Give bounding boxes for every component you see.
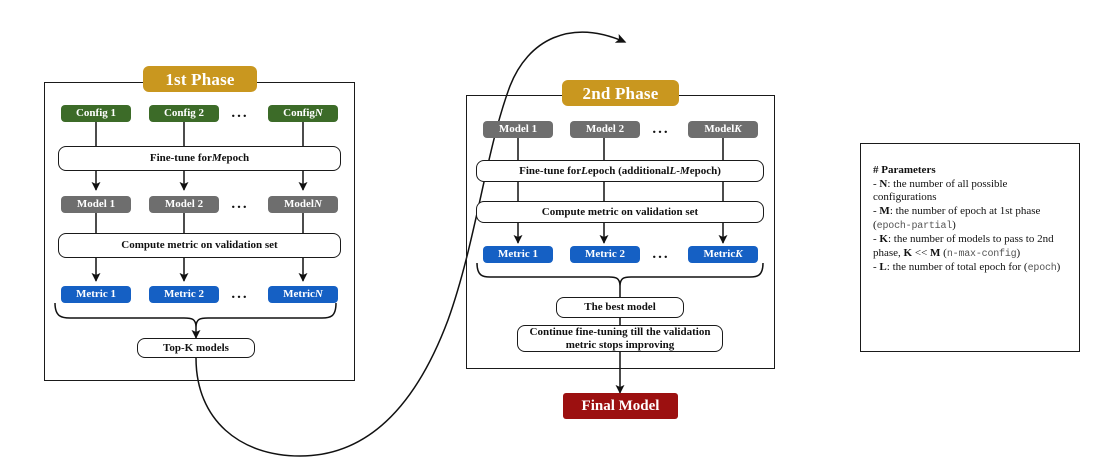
legend-symbol-l: L	[879, 260, 887, 273]
phase1-model-1: Model 1	[61, 196, 131, 213]
phase2-metric-k: Metric K	[688, 246, 758, 263]
legend-text-n: : the number of all possible configurati…	[873, 177, 1008, 204]
phase2-model-ellipsis: ...	[652, 121, 670, 137]
phase-1-header: 1st Phase	[143, 66, 257, 92]
legend-code-m: epoch-partial	[876, 220, 953, 232]
phase-2-header: 2nd Phase	[562, 80, 679, 106]
phase2-best-model-box: The best model	[556, 297, 684, 318]
phase1-metric-ellipsis: ...	[231, 286, 249, 302]
legend-code-l: epoch	[1027, 262, 1057, 274]
legend-item-l: - L: the number of total epoch for (epoc…	[873, 260, 1061, 274]
phase2-compute-bar: Compute metric on validation set	[476, 201, 764, 223]
legend-title: # Parameters	[873, 164, 936, 176]
phase1-config-2: Config 2	[149, 105, 219, 122]
phase2-finetune-bar: Fine-tune for L epoch (additional L - M …	[476, 160, 764, 182]
final-model-box: Final Model	[563, 393, 678, 419]
phase2-metric-2: Metric 2	[570, 246, 640, 263]
phase1-compute-bar: Compute metric on validation set	[58, 233, 341, 258]
legend-item-m: - M: the number of epoch at 1st phase (e…	[873, 204, 1041, 232]
legend-code-k: n-max-config	[946, 248, 1017, 260]
phase1-config-1: Config 1	[61, 105, 131, 122]
phase2-model-2: Model 2	[570, 121, 640, 138]
legend-symbol-m: M	[879, 204, 890, 217]
phase1-metric-2: Metric 2	[149, 286, 219, 303]
legend-text-l: : the number of total epoch for	[886, 260, 1024, 273]
phase1-metric-n: Metric N	[268, 286, 338, 303]
legend-item-n: - N: the number of all possible configur…	[873, 177, 1008, 204]
legend-item-k: - K: the number of models to pass to 2nd…	[873, 232, 1054, 260]
continue-line-1: Continue fine-tuning till the validation	[529, 326, 711, 339]
phase2-model-1: Model 1	[483, 121, 553, 138]
continue-line-2: metric stops improving	[565, 338, 675, 351]
legend-symbol-n: N	[879, 177, 888, 190]
phase1-config-n: Config N	[268, 105, 338, 122]
phase1-model-2: Model 2	[149, 196, 219, 213]
phase2-model-k: Model K	[688, 121, 758, 138]
phase2-continue-box: Continue fine-tuning till the validation…	[517, 325, 723, 352]
phase2-metric-ellipsis: ...	[652, 246, 670, 262]
phase1-metric-1: Metric 1	[61, 286, 131, 303]
phase1-model-ellipsis: ...	[231, 196, 249, 212]
parameters-legend: # Parameters - N: the number of all poss…	[860, 143, 1080, 352]
phase1-finetune-bar: Fine-tune for M epoch	[58, 146, 341, 171]
phase-1-container	[44, 82, 355, 381]
phase2-metric-1: Metric 1	[483, 246, 553, 263]
phase1-config-ellipsis: ...	[231, 105, 249, 121]
phase1-topk-box: Top-K models	[137, 338, 255, 358]
phase1-model-n: Model N	[268, 196, 338, 213]
legend-text-m: : the number of epoch at 1st phase	[889, 204, 1041, 217]
legend-text-k: : the number of models to pass to 2nd ph…	[873, 232, 1054, 259]
legend-symbol-k: K	[879, 232, 888, 245]
